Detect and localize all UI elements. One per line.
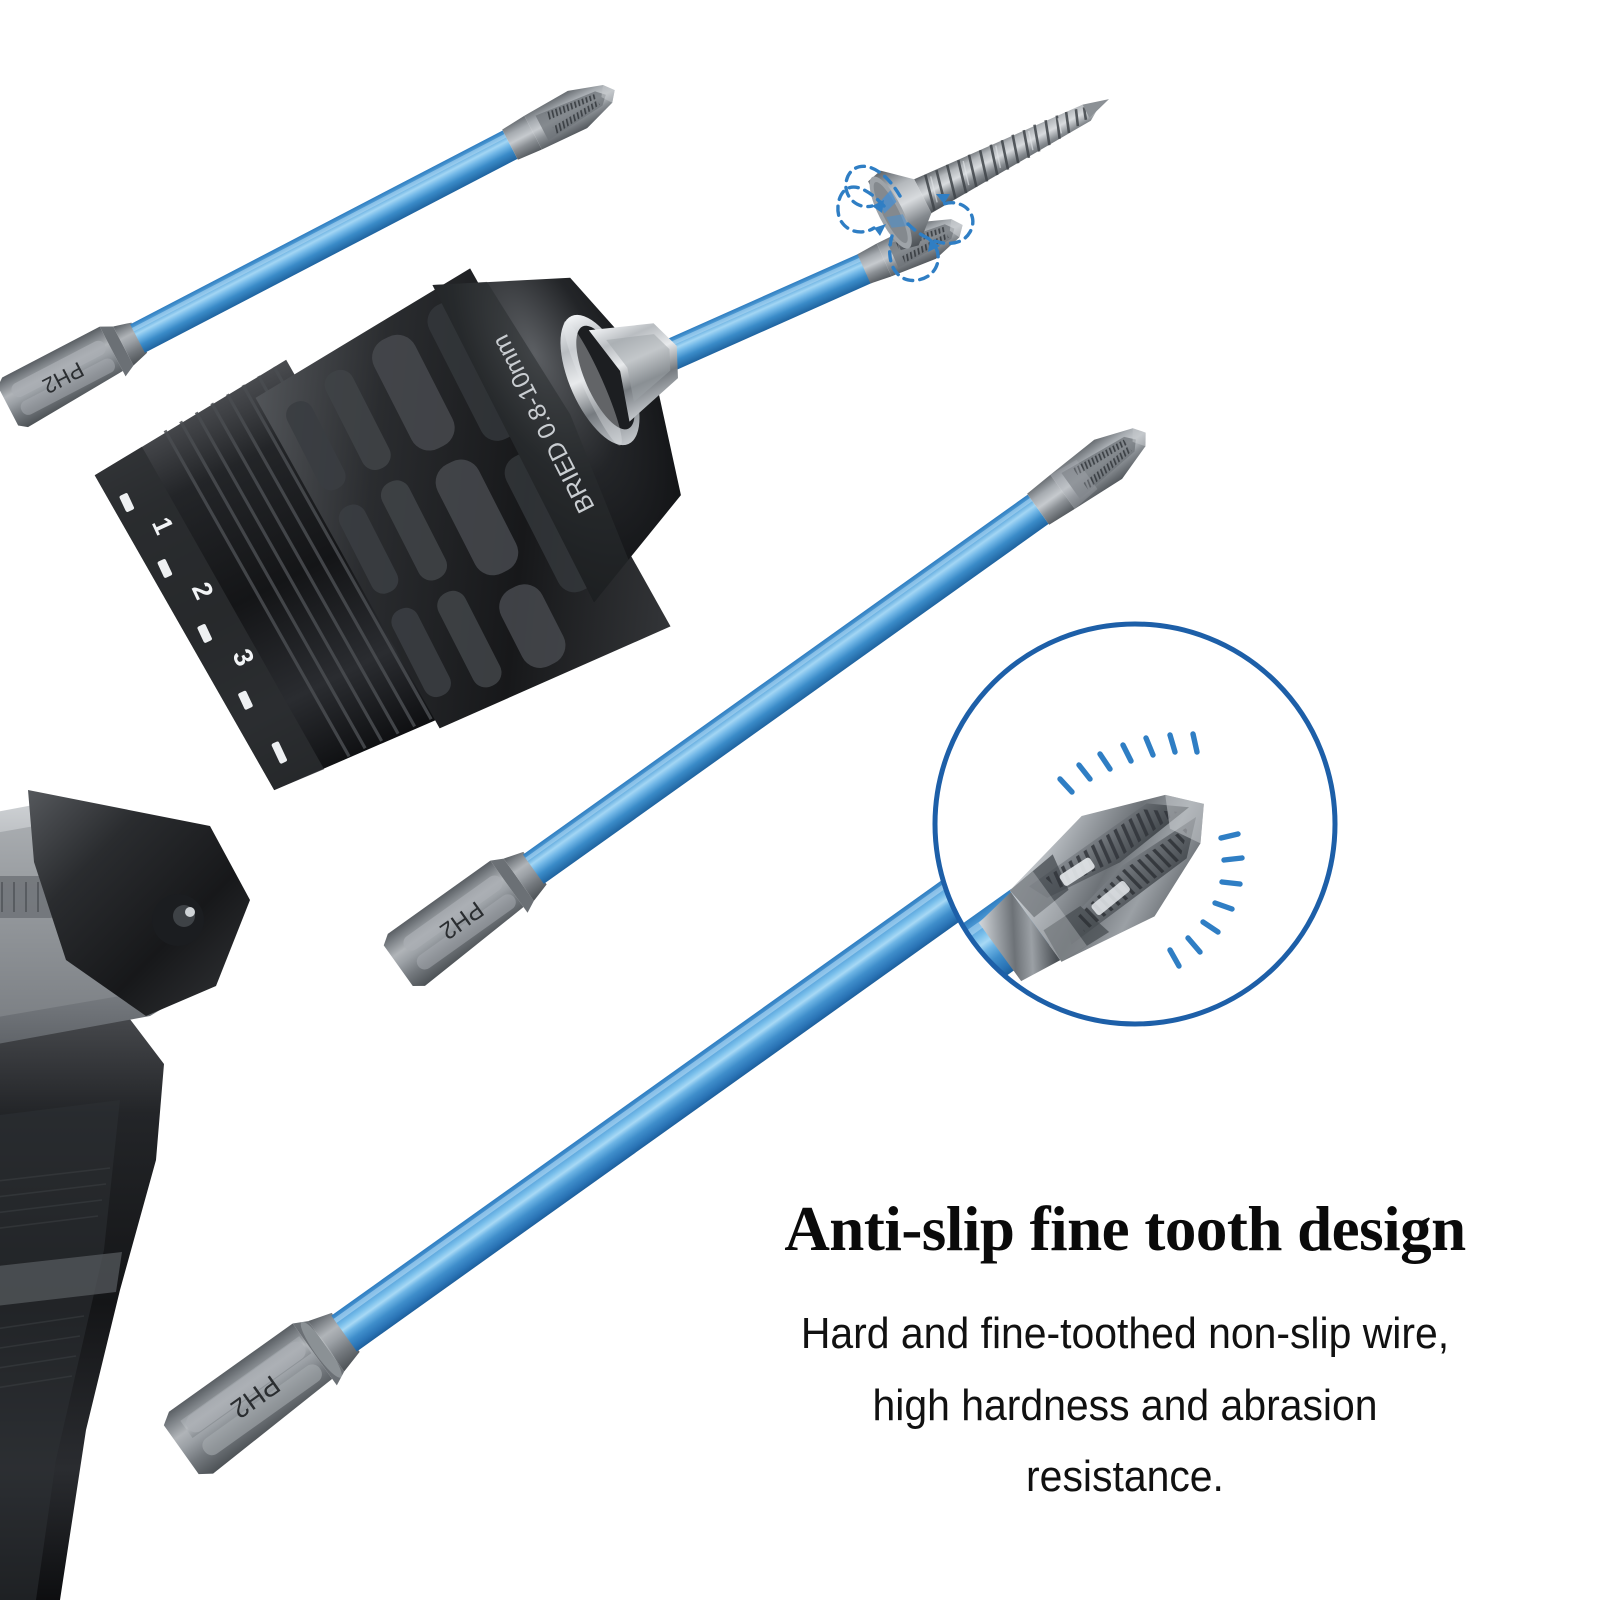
body-line-1: Hard and fine-toothed non-slip wire,: [800, 1309, 1450, 1359]
screw-being-driven: [868, 99, 1109, 251]
drill-chuck-jaws: [560, 314, 678, 446]
magnifier-circle-border: [932, 621, 1338, 1027]
drill-collar: [28, 790, 250, 1016]
grip-texture: [0, 1167, 111, 1389]
headline-text: Anti-slip fine tooth design: [784, 1194, 1466, 1264]
torque-clutch-ring: 1 2 3: [94, 359, 481, 791]
rotation-motion-arrows: [836, 164, 975, 283]
clutch-tick-marks: [119, 493, 287, 764]
blue-shaft-middle: [522, 494, 1049, 884]
bit-bottom-long: PH2: [163, 850, 1008, 1475]
drill-chuck-barrel: [255, 268, 671, 729]
phillips-tip-middle: [1027, 428, 1146, 525]
hex-shank-top: [0, 322, 148, 428]
bit-middle-right: PH2: [383, 428, 1146, 987]
body-line-3: resistance.: [1026, 1451, 1224, 1501]
marketing-copy-block: Anti-slip fine tooth design Hard and fin…: [745, 1194, 1505, 1512]
tip-motion-lines: [1057, 731, 1245, 969]
hex-shank-middle: [383, 851, 547, 987]
blue-shaft-bottom: [331, 874, 976, 1352]
magnified-phillips-tip: [978, 794, 1204, 982]
hex-shank-bottom: [163, 1312, 360, 1475]
blue-shaft-top: [130, 130, 518, 353]
body-line-2: high hardness and abrasion: [872, 1380, 1378, 1430]
screw-threads: [914, 99, 1109, 214]
cordless-drill: 1 2 3: [0, 268, 681, 1600]
magnified-tip-detail: [935, 624, 1335, 1024]
phillips-tip-top: [502, 84, 615, 160]
bit-top-left: PH2: [0, 84, 615, 428]
rotation-arrow-heads: [872, 194, 950, 252]
